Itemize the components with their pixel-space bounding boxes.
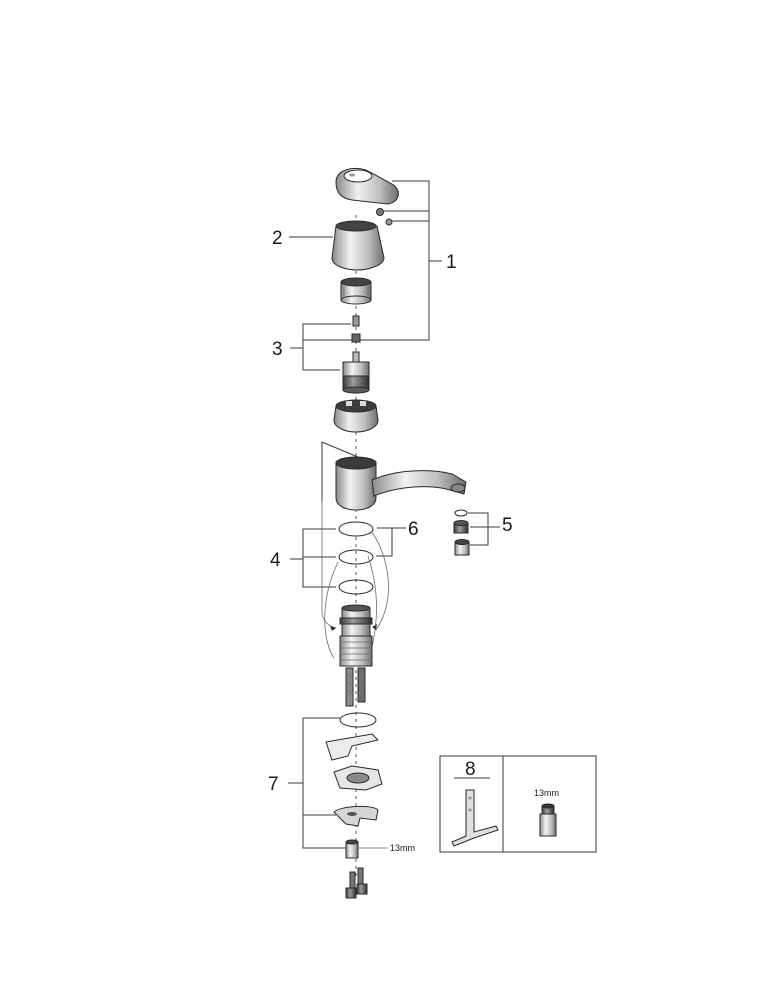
callout-4: 4 bbox=[270, 550, 281, 571]
cartridge bbox=[342, 351, 370, 394]
callout-5: 5 bbox=[502, 515, 513, 536]
cartridge-nut bbox=[333, 399, 379, 433]
callout-bracket-1 bbox=[303, 180, 442, 341]
handle-screw bbox=[376, 208, 393, 226]
t-key-tool bbox=[451, 789, 499, 847]
tool-socket bbox=[539, 803, 557, 837]
fixing-nut bbox=[345, 839, 388, 859]
callout-bracket-3 bbox=[290, 323, 351, 371]
threaded-shank bbox=[339, 604, 373, 667]
hose-connectors bbox=[345, 867, 368, 899]
cartridge-pin bbox=[351, 315, 361, 343]
callout-7: 7 bbox=[268, 774, 279, 795]
tool-size-label: 13mm bbox=[534, 788, 559, 798]
callout-bracket-5 bbox=[468, 512, 500, 546]
lever-handle bbox=[335, 168, 399, 205]
callout-6: 6 bbox=[408, 519, 419, 540]
aerator bbox=[453, 509, 470, 556]
assembly-arrows bbox=[321, 501, 389, 659]
faucet-body bbox=[335, 456, 467, 511]
wrench-size-label: 13mm bbox=[390, 843, 415, 853]
threaded-ring bbox=[340, 277, 372, 305]
mounting-oring bbox=[339, 712, 377, 728]
callout-bracket-7 bbox=[288, 717, 346, 849]
callout-1: 1 bbox=[446, 252, 457, 273]
callout-3: 3 bbox=[272, 339, 283, 360]
cover-cap bbox=[331, 220, 385, 271]
callout-bracket-6 bbox=[321, 441, 406, 557]
callout-8: 8 bbox=[465, 759, 476, 780]
horseshoe-washer bbox=[333, 805, 379, 827]
mounting-plate bbox=[333, 765, 383, 791]
support-washer bbox=[325, 733, 379, 761]
tool-box bbox=[439, 755, 597, 853]
callout-bracket-4 bbox=[290, 528, 336, 588]
callout-2: 2 bbox=[272, 228, 283, 249]
braided-hoses bbox=[345, 667, 366, 707]
seal-rings bbox=[338, 521, 374, 595]
